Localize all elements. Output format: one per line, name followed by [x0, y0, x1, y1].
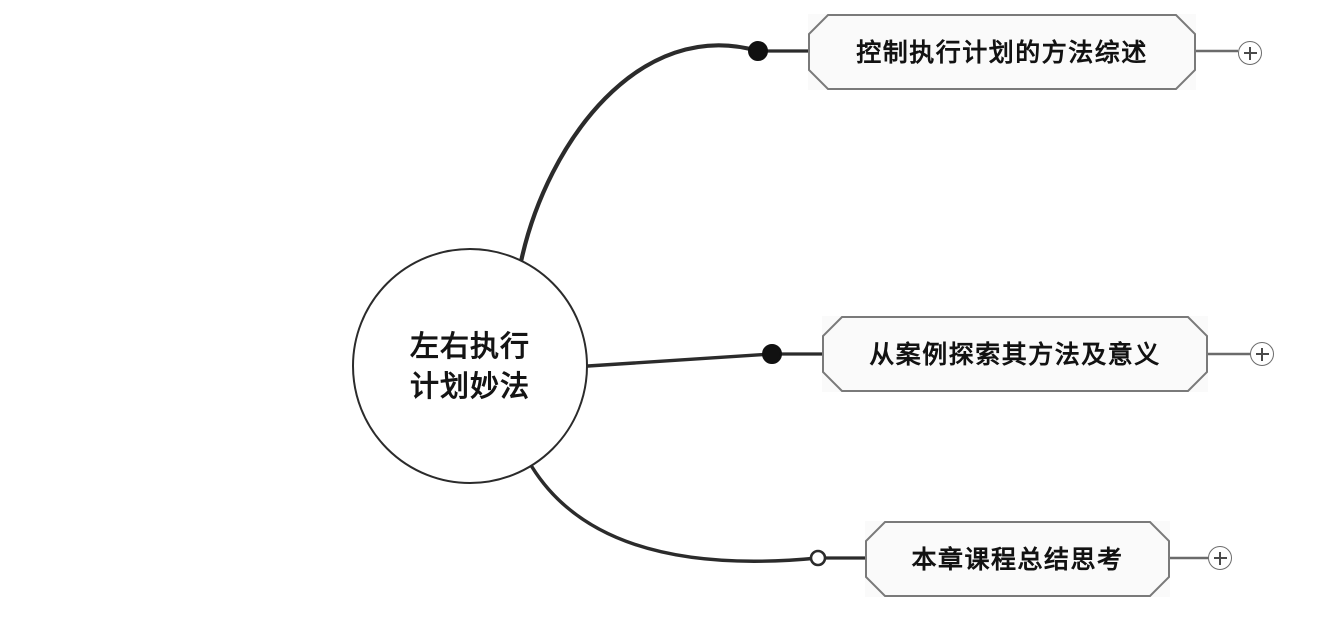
branch-link-1	[519, 43, 761, 262]
branch-connector-dot-2[interactable]	[762, 344, 782, 364]
topic-node-3-outline	[865, 521, 1170, 597]
expand-button-1[interactable]	[1238, 41, 1262, 65]
branch-connector-dot-3[interactable]	[809, 549, 827, 567]
expand-button-2[interactable]	[1250, 342, 1274, 366]
topic-node-3[interactable]: 本章课程总结思考	[865, 521, 1170, 597]
topic-node-1-outline	[808, 14, 1196, 90]
branch-connector-dot-1[interactable]	[748, 41, 768, 61]
expand-button-3[interactable]	[1208, 546, 1232, 570]
topic-node-1[interactable]: 控制执行计划的方法综述	[808, 14, 1196, 90]
branch-link-3	[530, 464, 820, 563]
branch-link-2	[586, 352, 774, 368]
root-node[interactable]: 左右执行 计划妙法	[352, 248, 588, 484]
topic-node-2-label: 从案例探索其方法及意义	[869, 339, 1161, 369]
topic-node-1-label: 控制执行计划的方法综述	[856, 37, 1148, 67]
root-node-label: 左右执行 计划妙法	[409, 328, 530, 403]
topic-node-2[interactable]: 从案例探索其方法及意义	[822, 316, 1208, 392]
topic-node-2-outline	[822, 316, 1208, 392]
topic-node-3-label: 本章课程总结思考	[911, 544, 1124, 574]
